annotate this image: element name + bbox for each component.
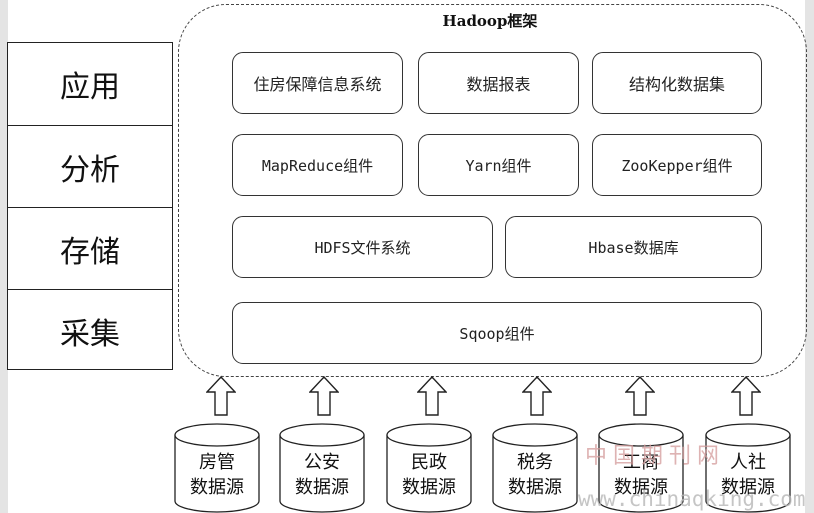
up-arrow-icon [731,376,761,416]
box-data-report: 数据报表 [418,52,579,114]
box-mapreduce: MapReduce组件 [232,134,403,196]
source-type: 数据源 [402,477,456,498]
layer-analysis: 分析 [8,125,172,208]
layer-application: 应用 [60,70,120,105]
up-arrow-icon [309,376,339,416]
hadoop-framework-frame [178,4,807,377]
database-cylinder-icon [279,423,365,513]
layer-column: 应用 分析 存储 采集 [7,42,173,370]
source-type: 数据源 [614,477,668,498]
up-arrow-icon [206,376,236,416]
database-cylinder-icon [386,423,472,513]
box-zookepper: ZooKepper组件 [592,134,762,196]
source-type: 数据源 [721,477,775,498]
layer-storage: 存储 [8,207,172,290]
source-name: 房管 [199,452,235,473]
up-arrow-icon [625,376,655,416]
source-name: 税务 [517,452,553,473]
data-source-commerce: 工商 数据源 [598,421,684,513]
watermark-text: 中国期刊网 [585,444,726,469]
source-name: 公安 [304,452,340,473]
data-source-tax: 税务 数据源 [492,421,578,513]
right-window-edge [805,0,814,513]
source-name: 工商 [623,452,659,473]
database-cylinder-icon [705,423,791,513]
data-source-housing: 房管 数据源 [174,421,260,513]
database-cylinder-icon [174,423,260,513]
box-hbase: Hbase数据库 [505,216,762,278]
framework-title: Hadoop框架 [442,12,538,30]
data-source-police: 公安 数据源 [279,421,365,513]
source-type: 数据源 [295,477,349,498]
box-hdfs: HDFS文件系统 [232,216,493,278]
data-source-civil-affairs: 民政 数据源 [386,421,472,513]
box-sqoop: Sqoop组件 [232,302,762,364]
watermark-url: www.chinaqking.com [578,487,806,511]
database-cylinder-icon [492,423,578,513]
source-name: 人社 [730,452,766,473]
data-source-social-security: 人社 数据源 [705,421,791,513]
up-arrow-icon [417,376,447,416]
box-structured-dataset: 结构化数据集 [592,52,762,114]
source-name: 民政 [411,452,447,473]
up-arrow-icon [522,376,552,416]
layer-collection: 采集 [8,289,172,372]
source-type: 数据源 [190,477,244,498]
source-type: 数据源 [508,477,562,498]
box-housing-system: 住房保障信息系统 [232,52,403,114]
database-cylinder-icon [598,423,684,513]
left-window-edge [0,0,8,513]
box-yarn: Yarn组件 [418,134,579,196]
